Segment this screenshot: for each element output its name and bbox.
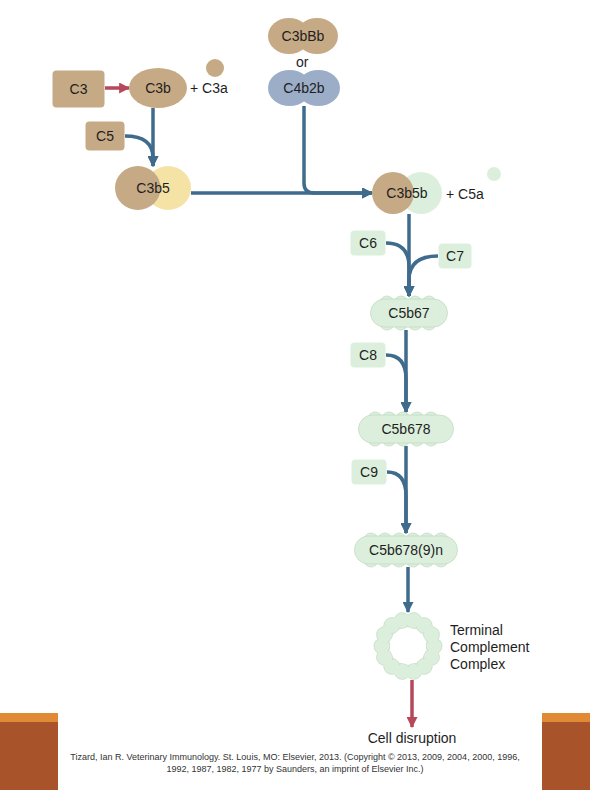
component-box: C7 [438,243,472,269]
node-label: C4b2b [283,80,324,96]
reaction-arrow [406,567,410,612]
brown-band [542,722,590,790]
reaction-arrow [386,355,406,412]
complex-shape: C3b5b [372,172,442,214]
ring-pore [390,628,426,664]
complex-shape: C5b678 [358,412,454,446]
component-box: C9 [351,459,387,485]
complex-shape: C5b678(9)n [354,533,458,567]
source-caption: Tizard, Ian R. Veterinary Immunology. St… [70,751,520,775]
node-label: C3b [145,80,171,96]
reaction-arrow [409,256,438,296]
component-box: C8 [350,342,386,368]
reaction-arrow [304,106,372,193]
box-fill [352,460,387,485]
ring-body [382,620,434,672]
brown-band [0,722,58,790]
complex-shape: C3b [129,68,187,108]
complex-shape: C5b67 [370,296,448,330]
c5a-fragment [487,167,501,181]
component-box: C5 [85,121,125,151]
node-label: C5 [96,128,114,144]
node-label: C3 [70,81,88,97]
node-label: C5b678(9)n [369,542,443,558]
node-label: C9 [360,464,378,480]
cloud-core [358,538,454,562]
reaction-arrow [387,472,406,533]
node-label: C3bBb [282,28,325,44]
product-label: + C5a [446,186,484,202]
product-label: or [296,54,308,70]
node-label: C7 [446,248,464,264]
cloud-core [374,301,444,325]
node-label: C3b5 [136,180,169,196]
node-label: C3b5b [386,185,427,201]
node-label: C5b67 [388,305,429,321]
complex-shape: C3b5 [115,166,191,210]
cloud-body [355,536,458,564]
box-fill [351,231,386,256]
box-fill [86,122,125,151]
node-outline [374,612,442,680]
reaction-arrow [410,680,414,727]
node-label: C6 [359,235,377,251]
c3a-fragment [206,59,224,77]
reaction-arrow [386,243,409,296]
node-label: C5b678 [381,421,430,437]
reaction-arrow [105,86,129,90]
cloud-body [359,415,454,443]
cloud-core [362,417,450,441]
box-fill [351,343,386,368]
product-label: + C3a [190,80,228,96]
complex-shape: C3bBb [268,18,338,54]
reaction-arrow [125,136,153,166]
node-label: C8 [359,347,377,363]
component-box: C3 [52,70,105,108]
lobe [129,68,187,108]
complex-shape: Terminal Complement Complex [374,612,442,680]
node-label: Cell disruption [368,730,457,746]
box-fill [53,71,105,108]
cloud-body [371,299,448,327]
box-fill [439,244,472,269]
component-box: C6 [350,230,386,256]
complex-label: Terminal Complement Complex [450,622,550,673]
white-panel [58,706,542,790]
complex-shape: C4b2b [268,70,340,106]
orange-stripe [0,713,58,722]
orange-stripe [542,713,590,722]
outcome-node: Cell disruption [352,727,472,749]
